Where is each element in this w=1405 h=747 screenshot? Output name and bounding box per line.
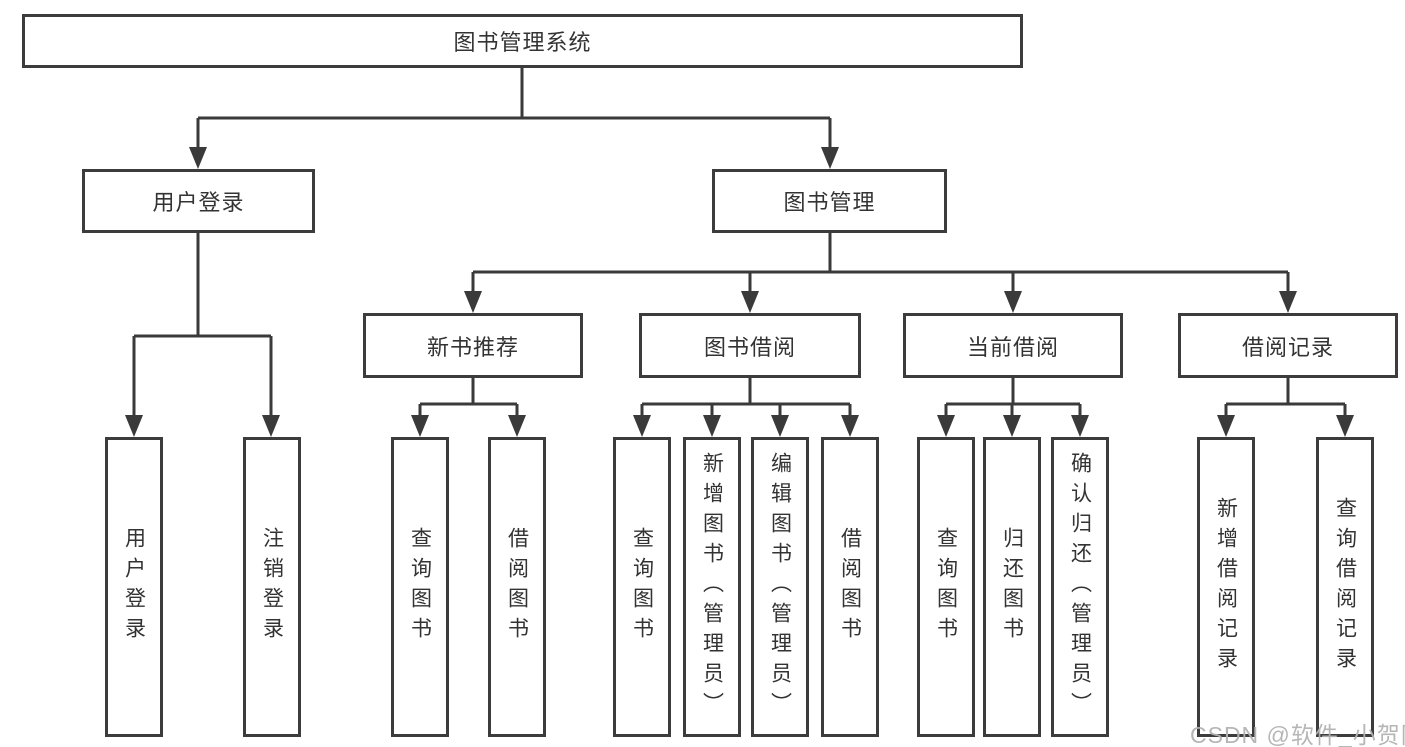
node-borrow-records: 借阅记录 (1178, 313, 1398, 378)
leaf-bb-query-books: 查询图书 (613, 437, 671, 737)
csdn-watermark: CSDN @软件_小贺同学 (1190, 722, 1405, 747)
leaf-bb-query-books-label: 查询图书 (630, 527, 654, 647)
leaf-cb-query-books-label: 查询图书 (934, 527, 958, 647)
node-book-management-label: 图书管理 (783, 190, 876, 215)
node-current-borrow: 当前借阅 (903, 313, 1123, 378)
leaf-bb-borrow-books: 借阅图书 (821, 437, 879, 737)
leaf-nb-query-books: 查询图书 (391, 437, 449, 737)
leaf-br-add-record-label: 新增借阅记录 (1214, 497, 1238, 677)
arrowheads (125, 147, 1354, 437)
leaf-user-login-label: 用户登录 (122, 527, 146, 647)
node-user-login: 用户登录 (82, 169, 315, 233)
leaf-cb-return-books: 归还图书 (983, 437, 1041, 737)
leaf-cb-confirm-return-admin-label: 确认归还（管理员） (1068, 452, 1092, 722)
node-new-book-recommend-label: 新书推荐 (426, 334, 519, 360)
leaf-cb-query-books: 查询图书 (917, 437, 975, 737)
leaf-nb-borrow-books: 借阅图书 (488, 437, 546, 737)
leaf-logout: 注销登录 (243, 437, 301, 737)
leaf-bb-edit-books-admin: 编辑图书（管理员） (751, 437, 809, 737)
node-borrow-records-label: 借阅记录 (1241, 334, 1334, 360)
node-book-borrow-label: 图书借阅 (703, 334, 796, 360)
leaf-br-add-record: 新增借阅记录 (1197, 437, 1255, 737)
leaf-cb-confirm-return-admin: 确认归还（管理员） (1051, 437, 1109, 737)
leaf-cb-return-books-label: 归还图书 (1000, 527, 1024, 647)
leaf-bb-edit-books-admin-label: 编辑图书（管理员） (768, 452, 792, 722)
node-current-borrow-label: 当前借阅 (966, 334, 1059, 360)
leaf-user-login: 用户登录 (105, 437, 163, 737)
leaf-nb-borrow-books-label: 借阅图书 (505, 527, 529, 647)
node-user-login-label: 用户登录 (152, 190, 245, 215)
leaf-bb-add-books-admin-label: 新增图书（管理员） (700, 452, 724, 722)
leaf-nb-query-books-label: 查询图书 (408, 527, 432, 647)
leaf-br-query-record: 查询借阅记录 (1316, 437, 1374, 737)
node-book-management: 图书管理 (712, 169, 947, 233)
leaf-bb-borrow-books-label: 借阅图书 (838, 527, 862, 647)
leaf-br-query-record-label: 查询借阅记录 (1333, 497, 1357, 677)
leaf-bb-add-books-admin: 新增图书（管理员） (683, 437, 741, 737)
node-root-label: 图书管理系统 (453, 30, 592, 55)
node-root: 图书管理系统 (22, 14, 1023, 68)
leaf-logout-label: 注销登录 (260, 527, 284, 647)
node-book-borrow: 图书借阅 (639, 313, 861, 378)
node-new-book-recommend: 新书推荐 (363, 313, 583, 378)
